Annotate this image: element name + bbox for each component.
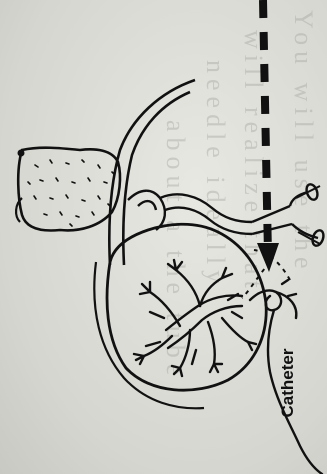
needle-arrow-head (257, 243, 279, 272)
renal-collecting-system (134, 260, 256, 376)
ureter-tube (109, 80, 195, 265)
liver-organ (16, 148, 120, 231)
catheter-label: Catheter (277, 338, 299, 428)
